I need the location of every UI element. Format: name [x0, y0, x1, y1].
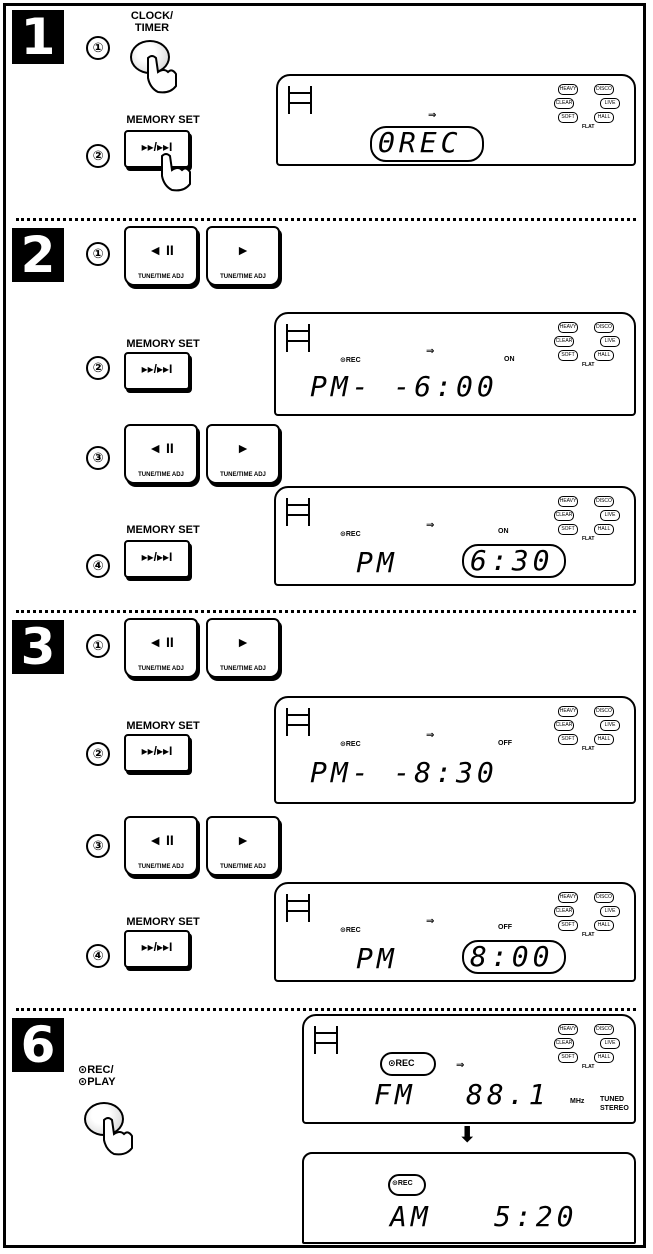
arrow-indicator: ⇒ — [426, 730, 434, 741]
dot-grid-icon — [286, 498, 310, 526]
step-badge-3: 3 — [12, 620, 64, 674]
step-badge-1: 1 — [12, 10, 64, 64]
on-indicator: ON — [504, 356, 515, 363]
arrow-indicator: ⇒ — [426, 346, 434, 357]
stereo-indicator: STEREO — [600, 1105, 629, 1112]
hand-icon — [156, 152, 194, 192]
memory-set-label: MEMORY SET — [118, 720, 208, 732]
arrow-indicator: ⇒ — [428, 110, 436, 121]
rec-indicator: ⊙REC — [340, 926, 361, 934]
memory-set-label: MEMORY SET — [118, 524, 208, 536]
substep-number: ③ — [86, 446, 110, 470]
dot-grid-icon — [314, 1026, 338, 1054]
tune-up-button[interactable]: ►TUNE/TIME ADJ — [206, 424, 280, 484]
tune-up-button[interactable]: ►TUNE/TIME ADJ — [206, 618, 280, 678]
substep-number: ① — [86, 36, 110, 60]
rec-indicator: ⊙REC — [340, 356, 361, 364]
display-text: PM- -8:30 — [310, 758, 498, 788]
display-time: 8:00 — [470, 942, 553, 972]
display-pm: PM — [356, 548, 398, 578]
band-text: FM — [374, 1080, 416, 1110]
hand-icon — [142, 54, 180, 94]
substep-number: ③ — [86, 834, 110, 858]
substep-number: ① — [86, 242, 110, 266]
am-text: AM — [390, 1202, 432, 1232]
substep-number: ② — [86, 356, 110, 380]
substep-number: ④ — [86, 554, 110, 578]
on-indicator: ON — [498, 528, 509, 535]
dot-grid-icon — [286, 708, 310, 736]
rec-indicator: ⊙REC — [388, 1058, 415, 1069]
display-text: PM- -6:00 — [310, 372, 498, 402]
down-arrow-icon: ⬇ — [458, 1122, 476, 1148]
step-badge-6: 6 — [12, 1018, 64, 1072]
memory-set-button[interactable]: ▸▸/▸▸I — [124, 540, 190, 578]
memory-set-label: MEMORY SET — [118, 114, 208, 126]
separator — [16, 218, 636, 221]
display-time: 6:30 — [470, 546, 553, 576]
dot-grid-icon — [288, 86, 312, 114]
step-badge-2: 2 — [12, 228, 64, 282]
rec-indicator: ⊙REC — [392, 1179, 413, 1187]
dot-grid-icon — [286, 324, 310, 352]
tune-up-button[interactable]: ►TUNE/TIME ADJ — [206, 816, 280, 876]
separator — [16, 610, 636, 613]
time-text: 5:20 — [494, 1202, 577, 1232]
memory-set-button[interactable]: ▸▸/▸▸I — [124, 734, 190, 772]
off-indicator: OFF — [498, 924, 512, 931]
mhz-unit: MHz — [570, 1098, 584, 1105]
substep-number: ② — [86, 144, 110, 168]
substep-number: ② — [86, 742, 110, 766]
rec-indicator: ⊙REC — [340, 530, 361, 538]
memory-set-button[interactable]: ▸▸/▸▸I — [124, 352, 190, 390]
substep-number: ④ — [86, 944, 110, 968]
arrow-indicator: ⇒ — [456, 1060, 464, 1071]
instruction-frame: 1 ① CLOCK/TIMER ② MEMORY SET ▸▸/▸▸I ⇒ ΘR… — [3, 3, 646, 1248]
arrow-indicator: ⇒ — [426, 916, 434, 927]
memory-set-label: MEMORY SET — [118, 916, 208, 928]
rec-play-label: ⊙REC/⊙PLAY — [78, 1064, 148, 1088]
display-text: ΘREC — [378, 128, 461, 158]
step-1-section: 1 ① CLOCK/TIMER ② MEMORY SET ▸▸/▸▸I ⇒ ΘR… — [6, 6, 643, 211]
step-6-section: 6 ⊙REC/⊙PLAY ⊙REC ⇒ FM 88.1 MHz TUNED ST… — [6, 1014, 643, 1246]
memory-set-label: MEMORY SET — [118, 338, 208, 350]
off-indicator: OFF — [498, 740, 512, 747]
frequency-text: 88.1 — [466, 1080, 549, 1110]
tune-up-button[interactable]: ►TUNE/TIME ADJ — [206, 226, 280, 286]
tuned-indicator: TUNED — [600, 1096, 624, 1103]
display-panel-7: ⊙REC AM 5:20 — [302, 1152, 636, 1244]
separator — [16, 1008, 636, 1011]
substep-number: ① — [86, 634, 110, 658]
arrow-indicator: ⇒ — [426, 520, 434, 531]
hand-icon — [98, 1116, 136, 1156]
rec-indicator: ⊙REC — [340, 740, 361, 748]
clock-timer-label: CLOCK/TIMER — [122, 10, 182, 34]
dot-grid-icon — [286, 894, 310, 922]
memory-set-button[interactable]: ▸▸/▸▸I — [124, 930, 190, 968]
display-pm: PM — [356, 944, 398, 974]
